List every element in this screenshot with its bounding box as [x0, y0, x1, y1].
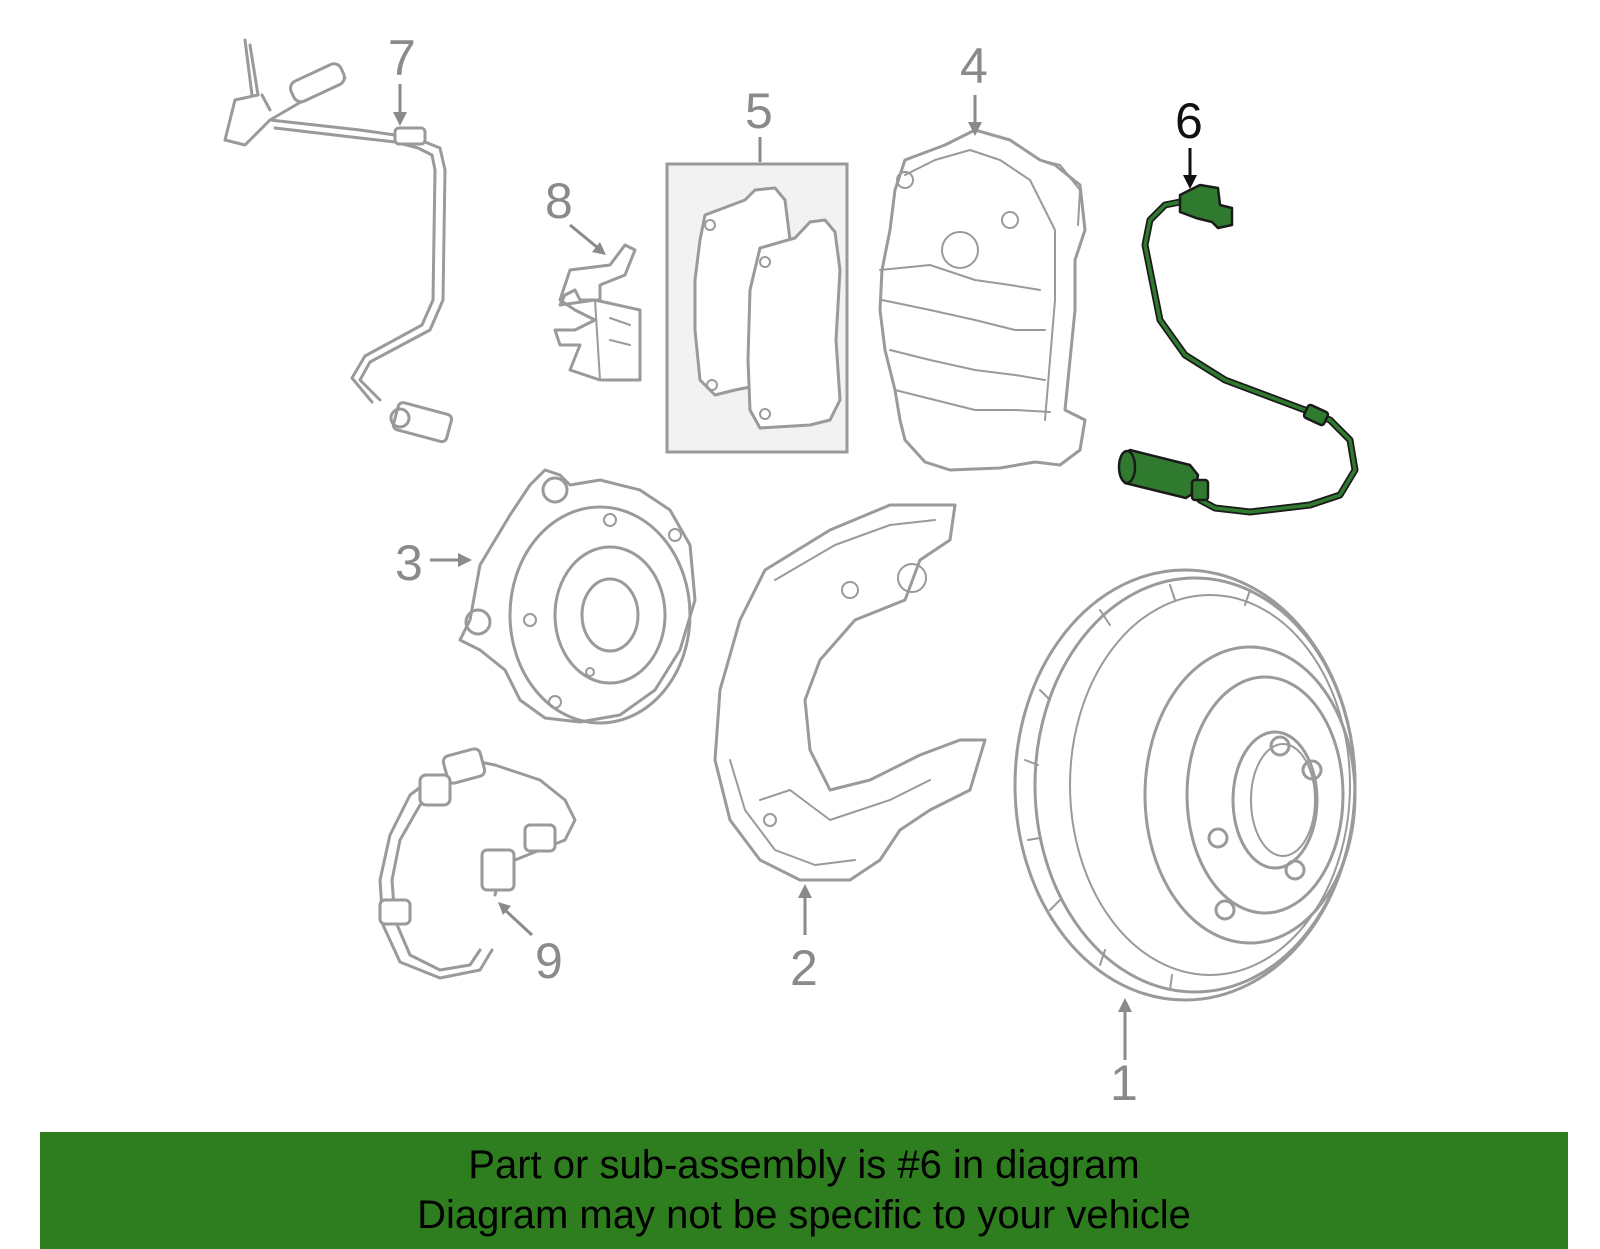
- callout-labels: 1 2 3 4 5 6 7 8 9: [388, 30, 1203, 1111]
- callout-arrows: [393, 84, 1197, 1060]
- callout-5[interactable]: 5: [745, 83, 773, 139]
- callout-2[interactable]: 2: [790, 940, 818, 996]
- banner-line-disclaimer: Diagram may not be specific to your vehi…: [417, 1193, 1191, 1237]
- callout-8[interactable]: 8: [545, 173, 573, 229]
- callout-1[interactable]: 1: [1110, 1055, 1138, 1111]
- part-7-speed-sensor[interactable]: [223, 38, 454, 444]
- part-2-splash-shield[interactable]: [713, 503, 987, 882]
- part-3-wheel-hub[interactable]: [458, 468, 697, 725]
- part-4-caliper[interactable]: [878, 128, 1087, 472]
- part-1-brake-rotor[interactable]: [1013, 568, 1357, 1002]
- part-9-brake-hose[interactable]: [378, 747, 577, 980]
- callout-7[interactable]: 7: [388, 30, 416, 86]
- callout-4[interactable]: 4: [960, 38, 988, 94]
- banner-line-part-number: Part or sub-assembly is #6 in diagram: [468, 1143, 1140, 1187]
- part-5-brake-pads[interactable]: [665, 162, 849, 454]
- info-banner: Part or sub-assembly is #6 in diagram Di…: [40, 1132, 1568, 1249]
- callout-3[interactable]: 3: [395, 535, 423, 591]
- callout-6[interactable]: 6: [1175, 93, 1203, 149]
- part-6-brake-pad-wear-sensor[interactable]: [1117, 183, 1359, 516]
- part-8-retaining-clip[interactable]: [553, 243, 642, 382]
- callout-9[interactable]: 9: [535, 933, 563, 989]
